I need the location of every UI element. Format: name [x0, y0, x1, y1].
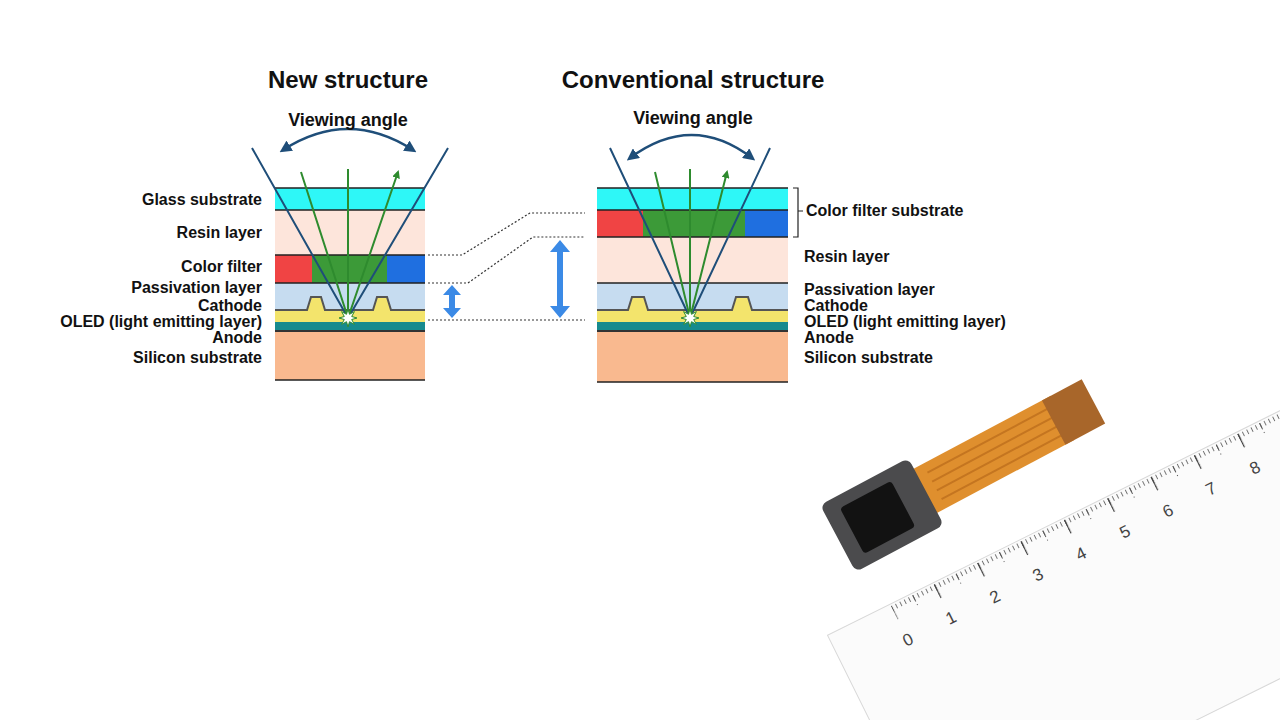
heading: Conventional structure: [562, 68, 825, 92]
red-filter: [275, 255, 312, 283]
layer-border: [275, 188, 425, 380]
new-structure-stack: [275, 188, 425, 380]
red-filter: [597, 210, 643, 237]
viewing-angle-label: Viewing angle: [288, 111, 408, 129]
anode-layer: [275, 322, 425, 330]
layer-border: [275, 330, 425, 332]
layer-label: Passivation layer: [804, 282, 935, 298]
layer-label: Silicon substrate: [133, 350, 262, 366]
viewing-angle-arc: [283, 129, 413, 150]
layer-border: [597, 188, 788, 382]
display-module: [820, 369, 1112, 572]
silicon-substrate: [597, 332, 788, 382]
light-ray: [655, 169, 727, 318]
layer-border: [597, 330, 788, 332]
layer-label: Cathode: [198, 298, 262, 314]
conventional-structure-rays: [610, 135, 770, 327]
layer-label: Resin layer: [177, 225, 262, 241]
flex-cable: [905, 396, 1074, 518]
viewing-angle-arc: [630, 135, 752, 158]
heading: New structure: [268, 68, 428, 92]
layer-label: Anode: [804, 330, 854, 346]
distance-arrow: [550, 240, 570, 318]
layer-label: Color filter: [181, 259, 262, 275]
display-screen: [840, 481, 916, 554]
layer-label: Cathode: [804, 298, 868, 314]
ruler: [828, 386, 1280, 720]
layer-label: OLED (light emitting layer): [804, 314, 1006, 330]
layer-label: Silicon substrate: [804, 350, 933, 366]
emission-burst: [339, 309, 357, 327]
resin-layer: [597, 237, 788, 283]
cathode-line: [275, 297, 425, 310]
layer-label: Color filter substrate: [806, 203, 963, 219]
anode-layer: [597, 322, 788, 330]
glass-substrate: [597, 188, 788, 210]
conventional-structure-stack: [597, 188, 788, 382]
viewing-angle-line: [252, 148, 448, 318]
layer-label: Passivation layer: [131, 280, 262, 296]
layer-label: Anode: [212, 330, 262, 346]
emission-burst: [681, 309, 699, 327]
blue-filter: [745, 210, 788, 237]
light-ray: [301, 169, 398, 318]
ruler-cm-ticks: [891, 410, 1280, 621]
viewing-angle-label: Viewing angle: [633, 109, 753, 127]
viewing-angle-line: [610, 148, 770, 318]
silicon-substrate: [275, 332, 425, 380]
resin-layer: [275, 210, 425, 255]
blue-filter: [387, 255, 425, 283]
distance-arrow: [443, 285, 461, 318]
ruler-body: [828, 386, 1280, 720]
new-structure-rays: [252, 129, 448, 327]
bracket: [793, 188, 803, 237]
layer-label: OLED (light emitting layer): [60, 314, 262, 330]
glass-substrate: [275, 188, 425, 210]
display-package: [820, 458, 944, 572]
layer-label: Resin layer: [804, 249, 889, 265]
cable-connector: [1042, 379, 1105, 444]
layer-label: Glass substrate: [142, 192, 262, 208]
dotted-leader: [428, 213, 585, 320]
cable-trace: [927, 407, 1065, 499]
